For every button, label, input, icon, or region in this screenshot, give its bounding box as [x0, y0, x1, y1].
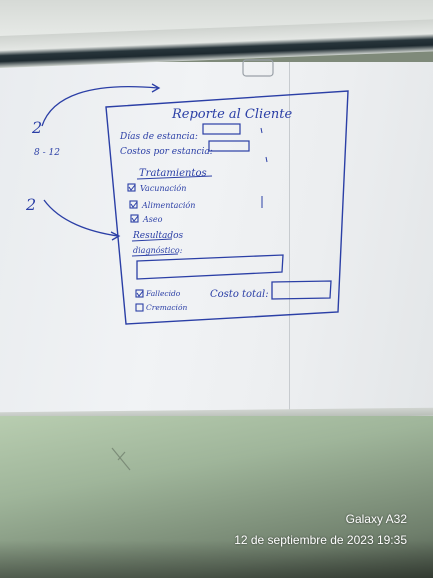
checkmark-icon [130, 201, 138, 208]
diagnostico-underline [131, 253, 179, 257]
tratamiento-item-1: Vacunación [140, 184, 186, 193]
form-title: Reporte al Cliente [171, 107, 292, 122]
camera-timestamp-watermark: 12 de septiembre de 2023 19:35 [234, 533, 407, 547]
field-box-dias [202, 123, 241, 135]
checkbox-fallecido [135, 289, 144, 298]
checkbox-cremacion [135, 303, 144, 312]
field-label-costos: Costos por estancia: [120, 147, 213, 157]
checkbox-vacunacion [127, 183, 136, 192]
floor-shadow [0, 540, 433, 578]
whiteboard-panel-seam [289, 62, 290, 414]
flow-arrow-top [41, 85, 159, 127]
field-box-costos [208, 140, 250, 152]
checkbox-alimentacion [129, 200, 138, 209]
resultados-underline [131, 238, 173, 242]
flow-arrow-bottom [43, 199, 119, 237]
arrowhead-icon [110, 231, 121, 241]
costo-total-label: Costo total: [210, 289, 269, 300]
tratamientos-underline [136, 175, 213, 180]
form-mockup-outline [105, 90, 349, 325]
diagnostico-label: diagnóstico: [133, 246, 183, 255]
board-clip [242, 59, 274, 77]
field-label-dias: Días de estancia: [119, 131, 198, 142]
camera-model-watermark: Galaxy A32 [345, 512, 407, 526]
margin-number-top: 2 [31, 118, 42, 137]
checkmark-icon [136, 290, 144, 297]
diagnostico-box [136, 254, 284, 280]
margin-number-bottom: 2 [25, 195, 36, 214]
arrowhead-icon [151, 83, 161, 93]
tratamiento-item-3: Aseo [142, 215, 163, 224]
whiteboard [0, 62, 433, 416]
option-fallecido: Fallecido [145, 289, 181, 298]
green-wall [0, 416, 433, 578]
margin-range: 8 - 12 [34, 148, 60, 158]
option-cremacion: Cremación [146, 303, 187, 312]
tratamientos-heading: Tratamientos [139, 168, 207, 179]
checkbox-aseo [130, 214, 139, 223]
costo-total-box [271, 280, 332, 300]
checkmark-icon [131, 215, 139, 222]
tratamiento-item-2: Alimentación [141, 201, 195, 210]
resultados-heading: Resultados [132, 231, 184, 241]
checkmark-icon [128, 184, 136, 191]
